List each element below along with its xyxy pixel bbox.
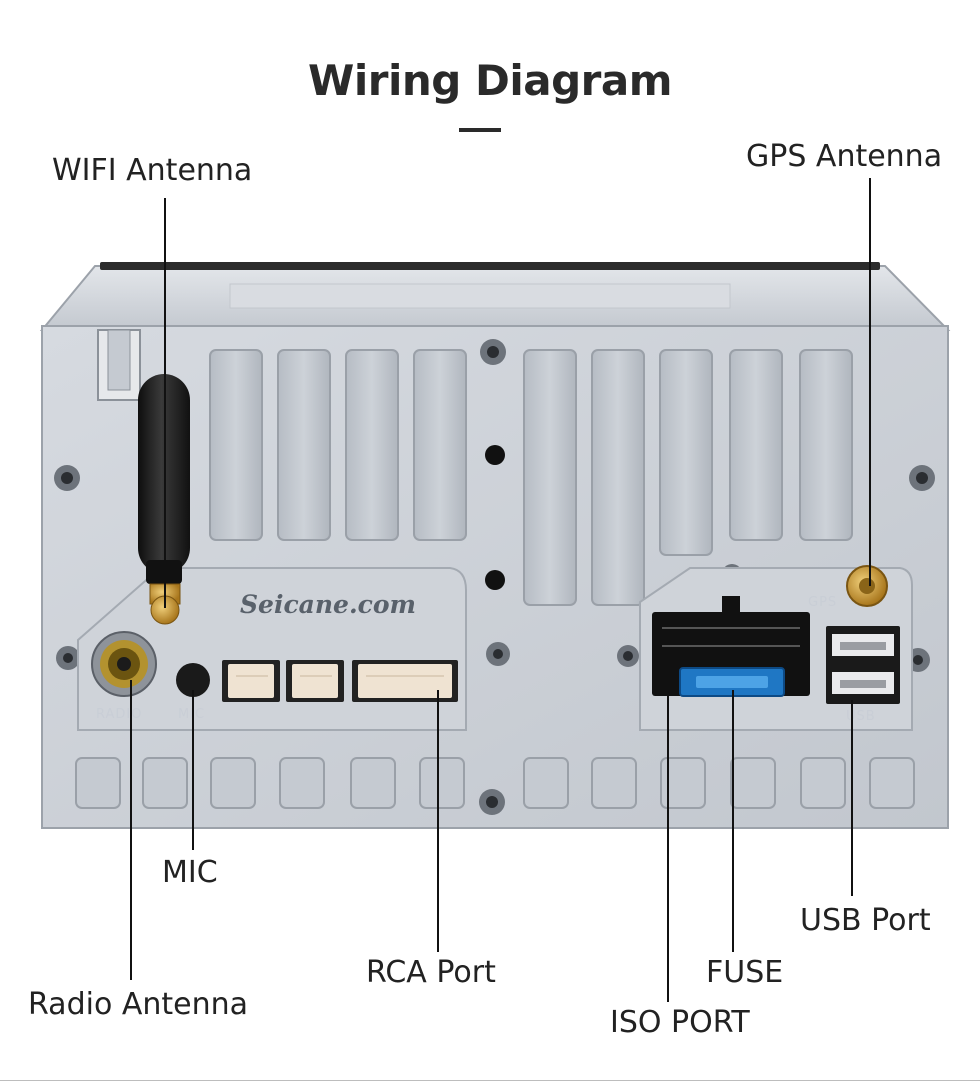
gps-marking: GPS	[808, 595, 838, 610]
bottom-divider	[0, 1080, 980, 1081]
label-iso-port: ISO PORT	[610, 1005, 750, 1040]
label-gps-antenna: GPS Antenna	[746, 139, 943, 174]
brand-logo-text: Seicane.com	[240, 590, 417, 619]
page-title: Wiring Diagram	[308, 56, 672, 105]
radio-marking: RADIO	[96, 707, 143, 722]
label-radio-antenna: Radio Antenna	[28, 987, 249, 1022]
title-underline	[459, 128, 501, 132]
mic-leader	[192, 690, 194, 850]
radio-antenna-leader	[130, 680, 132, 980]
fuse-leader	[732, 690, 734, 952]
label-usb-port: USB Port	[800, 903, 931, 938]
mic-marking: MIC	[178, 708, 205, 721]
gps-antenna-leader	[869, 178, 871, 586]
iso-port-leader	[667, 690, 669, 1002]
usb-port-leader	[851, 700, 853, 896]
label-rca-port: RCA Port	[366, 955, 496, 990]
usb-marking: USB	[846, 709, 876, 724]
cooling-slots	[209, 349, 853, 606]
label-mic: MIC	[162, 855, 218, 890]
wifi-antenna-leader	[164, 198, 166, 608]
rca-port-leader	[437, 690, 439, 952]
label-wifi-antenna: WIFI Antenna	[52, 153, 253, 188]
vent-squares	[75, 757, 915, 809]
label-fuse: FUSE	[706, 955, 784, 990]
